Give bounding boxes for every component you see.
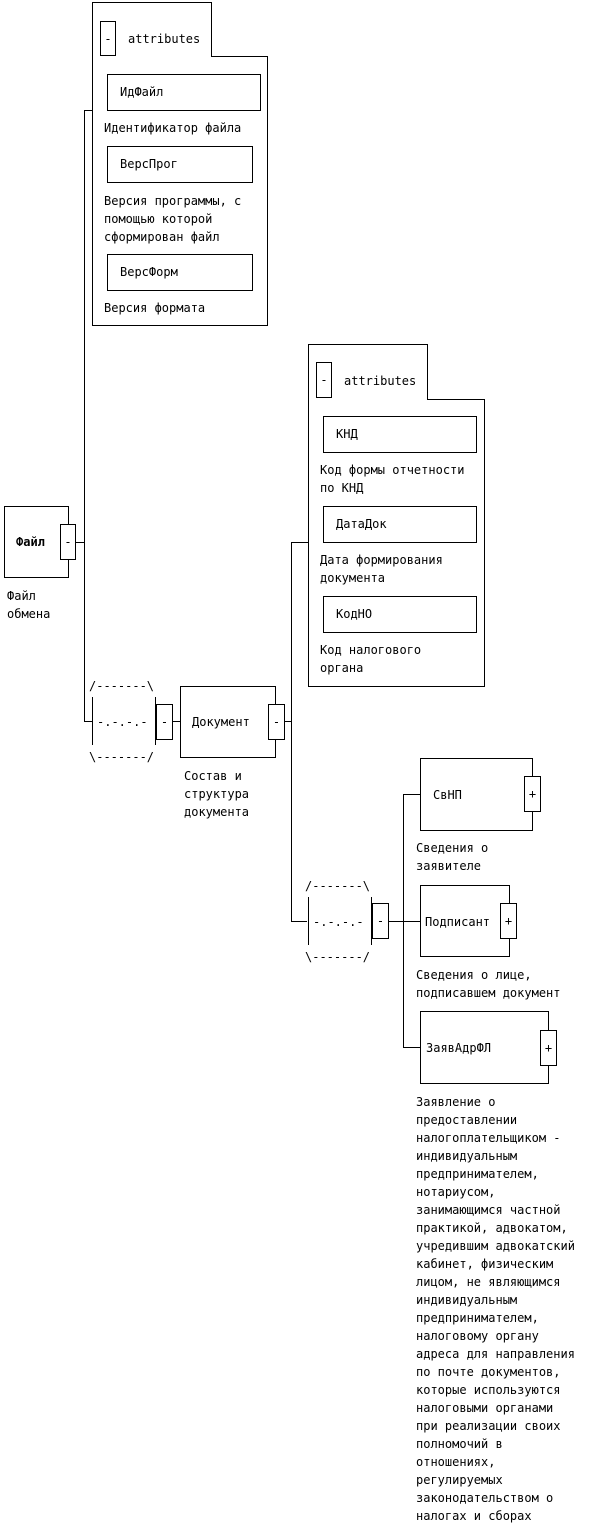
attribute-name: КодНО	[336, 607, 373, 621]
sequence-bottom: \-------/	[305, 950, 371, 964]
element-name: ЗаявАдрФЛ	[426, 1041, 492, 1055]
element-name: Файл	[16, 535, 45, 549]
attribute-box-datadok[interactable]: ДатаДок	[323, 506, 477, 543]
element-description: Сведения о лице, подписавшем документ	[416, 968, 561, 1000]
connector-line	[291, 542, 309, 543]
panel-border	[484, 399, 485, 687]
panel-border	[211, 56, 268, 57]
connector-line	[403, 1047, 420, 1048]
panel-border	[267, 56, 268, 326]
panel-border	[92, 325, 268, 326]
attribute-description: Код формы отчетности по КНД	[320, 463, 465, 495]
panel-border	[308, 344, 428, 345]
element-collapse-toggle[interactable]: -	[268, 704, 285, 740]
attribute-box-knd[interactable]: КНД	[323, 416, 477, 453]
attributes-collapse-toggle[interactable]: -	[316, 362, 332, 398]
panel-border	[308, 344, 309, 687]
panel-border	[92, 2, 93, 325]
element-box-svnp[interactable]: СвНП	[420, 758, 533, 831]
attribute-description: Дата формирования документа	[320, 553, 443, 585]
attribute-box-versform[interactable]: ВерсФорм	[107, 254, 253, 291]
sequence-border	[155, 697, 156, 745]
element-expand-toggle[interactable]: +	[540, 1030, 557, 1066]
attribute-box-versprog[interactable]: ВерсПрог	[107, 146, 253, 183]
sequence-top: /-------\	[305, 879, 371, 893]
connector-line	[403, 794, 420, 795]
connector-line	[291, 542, 292, 922]
connector-line	[173, 721, 180, 722]
attribute-description: Версия формата	[104, 301, 206, 315]
sequence-border	[92, 697, 93, 745]
sequence-top: /-------\	[89, 679, 155, 693]
attributes-title: attributes	[344, 374, 417, 388]
sequence-border	[308, 897, 309, 945]
element-name: СвНП	[433, 788, 462, 802]
element-expand-toggle[interactable]: +	[500, 903, 517, 939]
connector-line	[84, 110, 93, 111]
attribute-name: ВерсПрог	[120, 157, 178, 171]
element-box-dokument[interactable]: Документ	[180, 686, 276, 758]
element-description: Файл обмена	[7, 589, 51, 621]
sequence-collapse-toggle[interactable]: -	[156, 704, 173, 740]
attribute-name: ИдФайл	[120, 85, 164, 99]
panel-border	[427, 344, 428, 399]
panel-border	[211, 2, 212, 56]
connector-line	[291, 921, 307, 922]
sequence-collapse-toggle[interactable]: -	[372, 903, 389, 939]
element-collapse-toggle[interactable]: -	[60, 524, 76, 560]
attributes-title: attributes	[128, 32, 201, 46]
connector-line	[84, 110, 85, 722]
attribute-box-idfile[interactable]: ИдФайл	[107, 74, 261, 111]
panel-border	[427, 399, 485, 400]
connector-line	[403, 794, 404, 1048]
element-box-podpisant[interactable]: Подписант	[420, 885, 510, 957]
attributes-collapse-toggle[interactable]: -	[100, 21, 116, 56]
element-description: Сведения о заявителе	[416, 841, 489, 873]
sequence-bottom: \-------/	[89, 750, 155, 764]
connector-line	[285, 721, 292, 722]
element-expand-toggle[interactable]: +	[524, 776, 541, 812]
attribute-name: ВерсФорм	[120, 265, 178, 279]
connector-line	[84, 721, 92, 722]
panel-border	[308, 686, 485, 687]
element-name: Документ	[192, 715, 250, 729]
attribute-description: Версия программы, с помощью которой сфор…	[104, 194, 242, 244]
attribute-description: Идентификатор файла	[104, 121, 242, 135]
attribute-name: КНД	[336, 427, 358, 441]
connector-line	[76, 542, 84, 543]
element-box-zayavadrfl[interactable]: ЗаявАдрФЛ	[420, 1011, 549, 1084]
element-description: Состав и структура документа	[184, 769, 250, 819]
panel-border	[92, 2, 212, 3]
sequence-symbol: -.-.-.-	[313, 915, 364, 929]
attribute-box-kodno[interactable]: КодНО	[323, 596, 477, 633]
element-description: Заявление о предоставлении налогоплатель…	[416, 1095, 575, 1523]
attribute-description: Код налогового органа	[320, 643, 422, 675]
sequence-symbol: -.-.-.-	[97, 715, 148, 729]
element-box-fajl[interactable]: Файл	[4, 506, 69, 578]
element-name: Подписант	[425, 915, 491, 929]
connector-line	[389, 921, 420, 922]
sequence-border	[371, 897, 372, 945]
attribute-name: ДатаДок	[336, 517, 387, 531]
